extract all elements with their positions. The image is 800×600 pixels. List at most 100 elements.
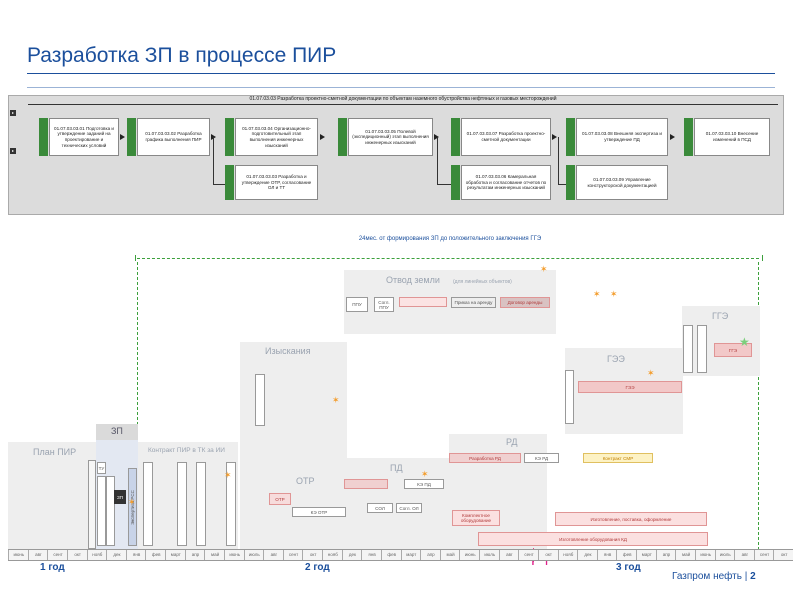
- dogovor-arendy-box[interactable]: Договор аренды: [500, 297, 550, 308]
- arrow-icon: [320, 134, 325, 140]
- span-guide: [758, 262, 760, 550]
- zp-vertical: [106, 476, 115, 546]
- milestone-star-icon: ✶: [332, 395, 340, 405]
- axis-month-label: сент: [518, 550, 539, 560]
- milestone-star-icon: ✶: [540, 264, 548, 274]
- process-step[interactable]: 01.07.03.03.06 Камеральная обработка и с…: [461, 165, 551, 200]
- process-step[interactable]: 01.07.03.03.09 Управление конструкторско…: [576, 165, 668, 200]
- gge-box[interactable]: ГГЭ: [714, 343, 752, 357]
- ke-pd-box[interactable]: КЭ ПД: [404, 479, 444, 489]
- sogl-ol-box[interactable]: Согл. ОЛ: [396, 503, 422, 513]
- process-step[interactable]: 01.07.03.03.04 Организационно-подготовит…: [235, 118, 318, 156]
- phase-block-contract: [138, 442, 238, 549]
- step-bar: [225, 118, 234, 156]
- process-step[interactable]: 01.07.03.03.02 Разработка графика выполн…: [137, 118, 210, 156]
- connector: [213, 137, 214, 184]
- axis-month-label: дек: [106, 550, 127, 560]
- phase-title: План ПИР: [33, 447, 77, 457]
- footer: Газпром нефть | 2: [672, 571, 756, 582]
- process-step[interactable]: 01.07.03.03.03 Разработка и утверждение …: [235, 165, 318, 200]
- axis-month-label: фев: [145, 550, 166, 560]
- step-bar: [566, 165, 575, 200]
- milestone-star-icon: ✶: [593, 289, 601, 299]
- span-end-marker: [756, 255, 763, 261]
- axis-month-label: окт: [773, 550, 794, 560]
- axis-month-label: янв: [125, 550, 147, 560]
- axis-month-label: май: [439, 550, 461, 560]
- step-bar: [451, 165, 460, 200]
- phase-title: Контракт ПИР в ТК за ИИ: [148, 447, 225, 454]
- timeline-span-label: 24мес. от формирования ЗП до положительн…: [358, 236, 542, 242]
- pd-dev-box[interactable]: [344, 479, 388, 489]
- connector: [213, 184, 225, 185]
- sogl-ppu-box[interactable]: Согл. ППУ: [374, 297, 394, 312]
- kontrakt-smr-box[interactable]: Контракт СМР: [583, 453, 653, 463]
- ke-otr-box[interactable]: КЭ ОТР: [292, 507, 346, 517]
- phase-subtitle: (для линейных объектов): [453, 279, 512, 285]
- axis-month-label: дек: [341, 550, 363, 560]
- zp-vertical: [97, 476, 106, 546]
- milestone-star-icon: ✶: [128, 497, 136, 507]
- flow-marker: ▸: [10, 148, 16, 154]
- komplekt-box[interactable]: Комплектное оборудование: [452, 510, 500, 526]
- contract-vertical: [196, 462, 206, 546]
- axis-month-label: апр: [184, 550, 206, 560]
- axis-month-label: март: [636, 550, 657, 560]
- axis-month-label: июнь: [223, 550, 245, 560]
- gee-box[interactable]: ГЭЭ: [578, 381, 682, 393]
- izysk-vertical: [255, 374, 265, 426]
- process-step[interactable]: 01.07.03.03.08 Внешняя экспертиза и утве…: [576, 118, 668, 156]
- axis-month-label: июль: [714, 550, 736, 560]
- zp-box[interactable]: ЗП: [114, 490, 126, 504]
- tu-box[interactable]: ТУ: [97, 462, 106, 474]
- milestone-star-icon: ✶: [421, 469, 429, 479]
- axis-month-label: дек: [577, 550, 598, 560]
- axis-month-label: нояб: [322, 550, 343, 560]
- axis-month-label: сент: [753, 550, 775, 560]
- arrow-icon: [120, 134, 125, 140]
- ke-rd-box[interactable]: КЭ РД: [524, 453, 559, 463]
- phase-title: ПД: [390, 463, 403, 473]
- process-step[interactable]: 01.07.03.03.07 Разработка проектно-сметн…: [461, 118, 551, 156]
- rd-dev-box[interactable]: Разработка РД: [449, 453, 521, 463]
- page-title: Разработка ЗП в процессе ПИР: [27, 44, 337, 67]
- contract-vertical: [143, 462, 153, 546]
- axis-month-label: март: [400, 550, 422, 560]
- step-bar: [338, 118, 347, 156]
- ekspertiza-vertical[interactable]: Экспертиза РСС: [128, 468, 137, 546]
- connector: [437, 184, 451, 185]
- axis-month-label: апр: [655, 550, 677, 560]
- milestone-star-icon: ★: [739, 335, 750, 349]
- otvod-subtask[interactable]: [399, 297, 447, 307]
- otr-box[interactable]: ОТР: [269, 493, 291, 505]
- step-bar: [39, 118, 48, 156]
- prikaz-box[interactable]: Приказ на аренду: [451, 297, 496, 308]
- connector: [558, 137, 559, 184]
- process-step[interactable]: 01.07.03.03.10 Внесение изменений в ПСД: [694, 118, 770, 156]
- footer-separator: |: [744, 571, 748, 582]
- axis-month-label: окт: [302, 550, 323, 560]
- axis-month-label: авг: [498, 550, 520, 560]
- sol-box[interactable]: СОЛ: [367, 503, 393, 513]
- process-step[interactable]: 01.07.03.03.05 Полевой (экспедиционный) …: [348, 118, 433, 156]
- process-step[interactable]: 01.07.03.03.01 Подготовка и утверждение …: [49, 118, 119, 156]
- axis-month-label: май: [204, 550, 225, 560]
- phase-title: ГЭЭ: [607, 354, 625, 364]
- axis-month-label: июль: [479, 550, 500, 560]
- axis-month-label: май: [675, 550, 696, 560]
- axis-month-label: сент: [47, 550, 68, 560]
- phase-header-zp: [96, 424, 138, 440]
- zp-vertical: [88, 460, 96, 549]
- phase-block-gge: [682, 306, 760, 376]
- axis-month-label: авг: [27, 550, 49, 560]
- izgot-box[interactable]: Изготовление оборудования КД: [478, 532, 708, 546]
- gge-vertical: [697, 325, 707, 373]
- year-label: 3 год: [616, 562, 641, 573]
- phase-title: ЗП: [111, 426, 123, 436]
- axis-month-label: июнь: [694, 550, 716, 560]
- phase-title: Изыскания: [265, 346, 311, 356]
- contract-vertical: [226, 462, 236, 546]
- postavka-box[interactable]: Изготовление, поставка, оформление: [555, 512, 707, 526]
- ppu-box[interactable]: ППУ: [346, 297, 368, 312]
- year-label: 2 год: [305, 562, 330, 573]
